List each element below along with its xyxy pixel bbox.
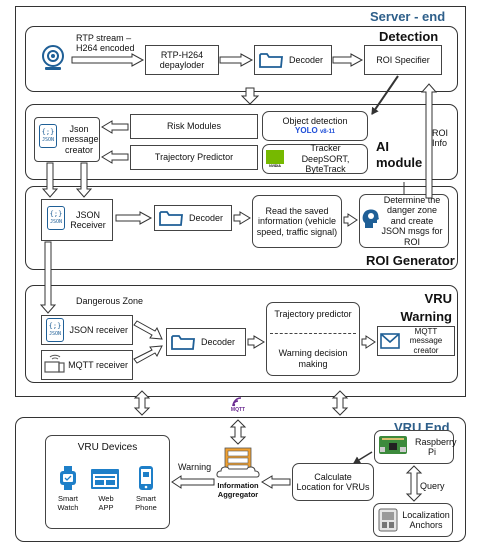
brain-head-icon <box>361 208 381 230</box>
folder-icon <box>259 52 283 68</box>
depayloader-box: RTP-H264 depayloder <box>145 45 219 75</box>
json-file-icon: {;}JSON <box>47 206 65 230</box>
detection-title: Detection <box>379 29 439 44</box>
raspberry-pi-board-icon <box>378 434 408 456</box>
smart-phone-icon <box>138 465 154 491</box>
roi-generator-title: ROI Generator <box>366 253 455 268</box>
mqtt-receiver-label: MQTT receiver <box>68 359 128 370</box>
vru-decoder-box: Decoder <box>166 328 246 356</box>
json-message-creator-label: Json message creator <box>62 123 99 155</box>
raspberry-pi-label: Raspberry Pi <box>415 436 457 457</box>
dashed-separator <box>270 333 356 335</box>
mqtt-creator-label: MQTT message creator <box>409 327 443 355</box>
decoder-label: Decoder <box>201 336 236 347</box>
danger-zone-box: Determine the danger zone and create JSO… <box>359 194 449 248</box>
vru-json-receiver-label: JSON receiver <box>69 324 128 335</box>
danger-zone-label: Determine the danger zone and create JSO… <box>381 195 443 247</box>
yolo-version: v8-11 <box>319 129 335 136</box>
query-label: Query <box>420 481 445 491</box>
web-app-icon <box>90 468 120 490</box>
tracker-algorithms: DeepSORT, ByteTrack <box>301 153 350 175</box>
json-icon-text: JSON <box>41 137 55 143</box>
tracker-title: Tracker <box>310 143 341 154</box>
tracker-text: Tracker DeepSORT, ByteTrack <box>285 143 366 174</box>
mqtt-logo: MQTT <box>228 397 248 419</box>
risk-modules-box: Risk Modules <box>130 114 258 139</box>
read-info-box: Read the saved information (vehicle spee… <box>252 195 342 248</box>
device-wifi-icon <box>44 352 66 376</box>
ai-module-title: AI module <box>376 139 423 171</box>
mqtt-receiver-box: MQTT receiver <box>41 350 133 380</box>
web-app-label: Web APP <box>98 494 114 512</box>
json-receiver-label: JSON Receiver <box>70 209 106 230</box>
yolo-logo-text: YOLO <box>295 126 318 136</box>
object-detection-label: Object detection <box>282 115 348 126</box>
folder-icon <box>171 334 195 350</box>
trajectory-warning-box: Trajectory predictor Warning decision ma… <box>266 302 360 376</box>
mqtt-logo-text: MQTT <box>230 407 246 413</box>
decoder-label: Decoder <box>189 212 224 223</box>
json-file-icon: {;}JSON <box>39 124 57 148</box>
dangerous-zone-label: Dangerous Zone <box>76 296 144 306</box>
vru-devices-title: VRU Devices <box>77 442 138 453</box>
warning-label: Warning <box>178 462 212 472</box>
nvidia-logo-text: NVIDIA <box>266 164 284 168</box>
anchor-device-icon <box>377 507 399 533</box>
json-icon-text: JSON <box>49 219 63 225</box>
smart-watch-icon <box>57 466 79 490</box>
camera-icon <box>39 44 67 72</box>
smart-phone-label: Smart Phone <box>135 494 157 512</box>
object-detection-box: Object detection YOLO v8-11 <box>262 111 368 141</box>
server-end-title: Server - end <box>370 9 446 24</box>
vru-trajectory-label: Trajectory predictor <box>274 309 352 319</box>
decoder-label: Decoder <box>289 54 324 65</box>
envelope-icon <box>380 333 400 349</box>
roi-specifier-box: ROI Specifier <box>364 45 442 75</box>
roi-info-label: ROI Info <box>432 128 449 149</box>
smart-watch-label: Smart Watch <box>57 494 79 512</box>
folder-icon <box>159 210 183 226</box>
json-file-icon: {;}JSON <box>46 318 64 342</box>
yolo-logo: YOLO v8-11 <box>295 126 335 136</box>
detection-decoder-box: Decoder <box>254 45 332 75</box>
rtp-stream-label: RTP stream – H264 encoded <box>76 33 135 54</box>
json-icon-text: JSON <box>48 331 62 337</box>
information-aggregator-label: Information Aggregator <box>217 481 259 499</box>
mqtt-signal-icon <box>232 397 242 407</box>
warning-decision-label: Warning decision making <box>278 348 348 369</box>
calculate-location-box: Calculate Location for VRUs <box>292 463 374 501</box>
information-aggregator-icon <box>216 447 260 481</box>
nvidia-logo-icon: NVIDIA <box>266 150 284 168</box>
roi-decoder-box: Decoder <box>154 205 232 231</box>
trajectory-predictor-box: Trajectory Predictor <box>130 145 258 170</box>
localization-anchors-label: Localization Anchors <box>402 509 450 530</box>
